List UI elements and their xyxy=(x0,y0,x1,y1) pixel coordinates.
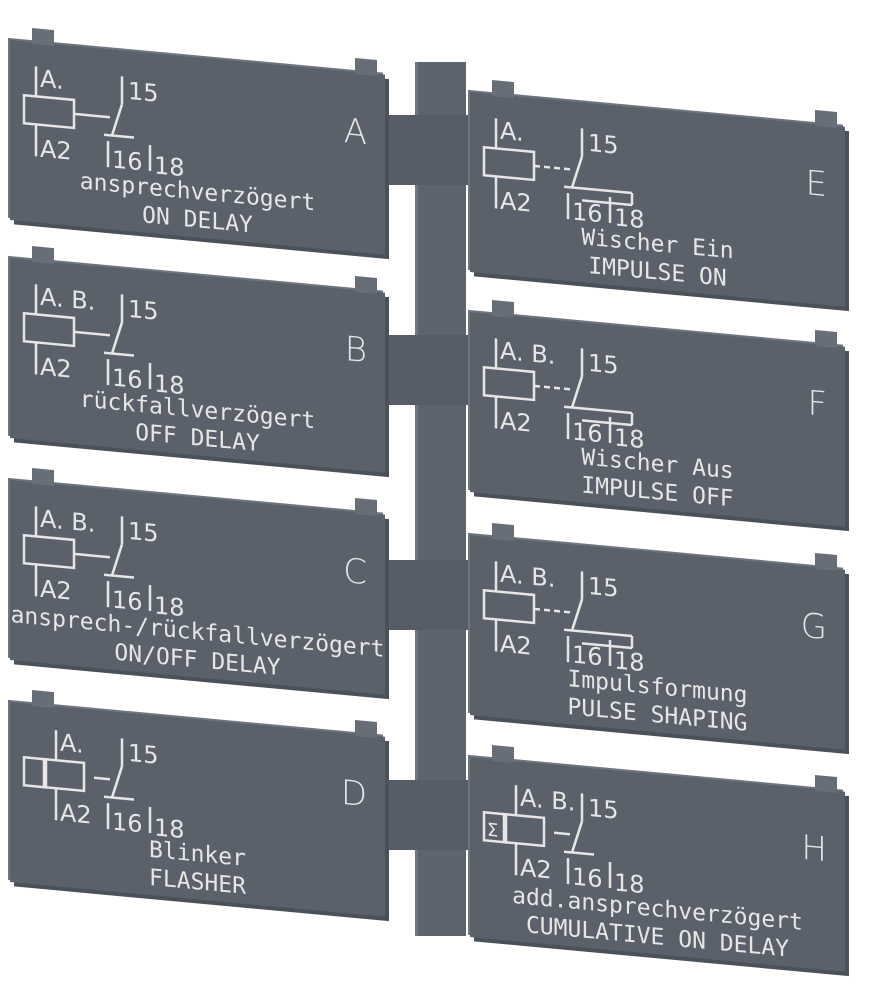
terminal-15: 15 xyxy=(128,77,159,108)
contact-label: A. B. xyxy=(500,337,555,370)
mount-tab xyxy=(32,468,54,487)
contact-label: A. B. xyxy=(40,505,95,538)
terminal-16: 16 xyxy=(572,198,603,229)
terminal-a2: A2 xyxy=(60,799,92,830)
label-plate-c: A. B. 15 A2 16 18 C ansprech-/rückfallve… xyxy=(10,468,385,695)
contact-label: A. xyxy=(40,65,64,95)
plate-letter: H xyxy=(801,827,827,871)
contact-label: A. xyxy=(500,117,524,147)
terminal-18: 18 xyxy=(614,203,645,234)
mount-tab xyxy=(815,775,837,794)
relay-symbol-icon: A. B. 15 A2 16 18 xyxy=(482,337,645,454)
terminal-15: 15 xyxy=(128,739,159,770)
mount-tab xyxy=(492,745,514,764)
plate-letter: C xyxy=(343,550,367,594)
mount-tab xyxy=(355,58,377,77)
sum-icon: Σ xyxy=(487,820,498,842)
terminal-18: 18 xyxy=(154,369,185,400)
contact-label: A. B. xyxy=(520,784,575,817)
plate-letter: G xyxy=(800,605,827,649)
mount-tab xyxy=(32,690,54,709)
label-plate-h: A. B. 15 A2 16 18 Σ H add.ansprechverzög… xyxy=(470,745,845,972)
label-plate-b: A. B. 15 A2 16 18 B rückfallverzögert OF… xyxy=(10,246,385,473)
mount-tab xyxy=(815,330,837,349)
relay-symbol-icon: A. B. 15 A2 16 18 xyxy=(482,560,645,677)
terminal-16: 16 xyxy=(572,863,603,894)
mount-tab xyxy=(32,28,54,47)
terminal-18: 18 xyxy=(614,423,645,454)
mount-tab xyxy=(815,110,837,129)
mount-tab xyxy=(492,300,514,319)
terminal-18: 18 xyxy=(614,646,645,677)
terminal-16: 16 xyxy=(112,808,143,839)
terminal-18: 18 xyxy=(154,813,185,844)
relay-symbol-icon: A. B. 15 A2 16 18 Σ xyxy=(482,784,645,899)
terminal-18: 18 xyxy=(154,591,185,622)
mount-tab xyxy=(32,246,54,265)
mount-tab xyxy=(355,720,377,739)
terminal-16: 16 xyxy=(572,641,603,672)
mount-tab xyxy=(492,523,514,542)
mount-tab xyxy=(815,553,837,572)
mount-tab xyxy=(355,498,377,517)
contact-label: A. B. xyxy=(500,560,555,593)
contact-label: A. xyxy=(60,729,84,759)
terminal-16: 16 xyxy=(112,146,143,177)
relay-symbol-icon: A. B. 15 A2 16 18 xyxy=(22,283,185,400)
plate-letter: D xyxy=(340,772,367,816)
contact-label: A. B. xyxy=(40,283,95,316)
terminal-a2: A2 xyxy=(500,407,532,438)
carrier-bridge xyxy=(380,335,475,405)
terminal-15: 15 xyxy=(128,517,159,548)
terminal-15: 15 xyxy=(588,349,619,380)
terminal-a2: A2 xyxy=(520,854,552,885)
terminal-18: 18 xyxy=(154,151,185,182)
relay-symbol-icon: A. 15 A2 16 18 xyxy=(482,117,645,234)
carrier-bridge xyxy=(380,780,475,850)
plate-letter: E xyxy=(805,163,827,206)
label-plate-d: A. 15 A2 16 18 D Blinker FLASHER xyxy=(10,690,385,917)
relay-symbol-icon: A. B. 15 A2 16 18 xyxy=(22,505,185,622)
terminal-15: 15 xyxy=(588,794,619,825)
plate-letter: A xyxy=(343,110,367,154)
plate-letter: F xyxy=(807,383,827,426)
terminal-15: 15 xyxy=(588,572,619,603)
relay-symbol-icon: A. 15 A2 16 18 xyxy=(22,65,185,182)
label-plate-e: A. 15 A2 16 18 E Wischer Ein IMPULSE ON xyxy=(470,80,845,307)
mount-tab xyxy=(492,80,514,99)
terminal-15: 15 xyxy=(588,129,619,160)
terminal-a2: A2 xyxy=(40,575,72,606)
terminal-16: 16 xyxy=(112,586,143,617)
mount-tab xyxy=(355,276,377,295)
carrier-bridge xyxy=(380,560,475,630)
terminal-16: 16 xyxy=(112,364,143,395)
label-plate-f: A. B. 15 A2 16 18 F Wischer Aus IMPULSE … xyxy=(470,300,845,527)
terminal-a2: A2 xyxy=(40,353,72,384)
terminal-18: 18 xyxy=(614,868,645,899)
plate-letter: B xyxy=(344,329,367,372)
label-plate-g: A. B. 15 A2 16 18 G Impulsformung PULSE … xyxy=(470,523,845,750)
terminal-16: 16 xyxy=(572,418,603,449)
terminal-a2: A2 xyxy=(40,135,72,166)
label-plate-a: A. 15 A2 16 18 A ansprechverzögert ON DE… xyxy=(10,28,385,255)
terminal-15: 15 xyxy=(128,295,159,326)
terminal-a2: A2 xyxy=(500,187,532,218)
carrier-bridge xyxy=(380,115,475,185)
terminal-a2: A2 xyxy=(500,630,532,661)
relay-symbol-icon: A. 15 A2 16 18 xyxy=(22,729,185,844)
